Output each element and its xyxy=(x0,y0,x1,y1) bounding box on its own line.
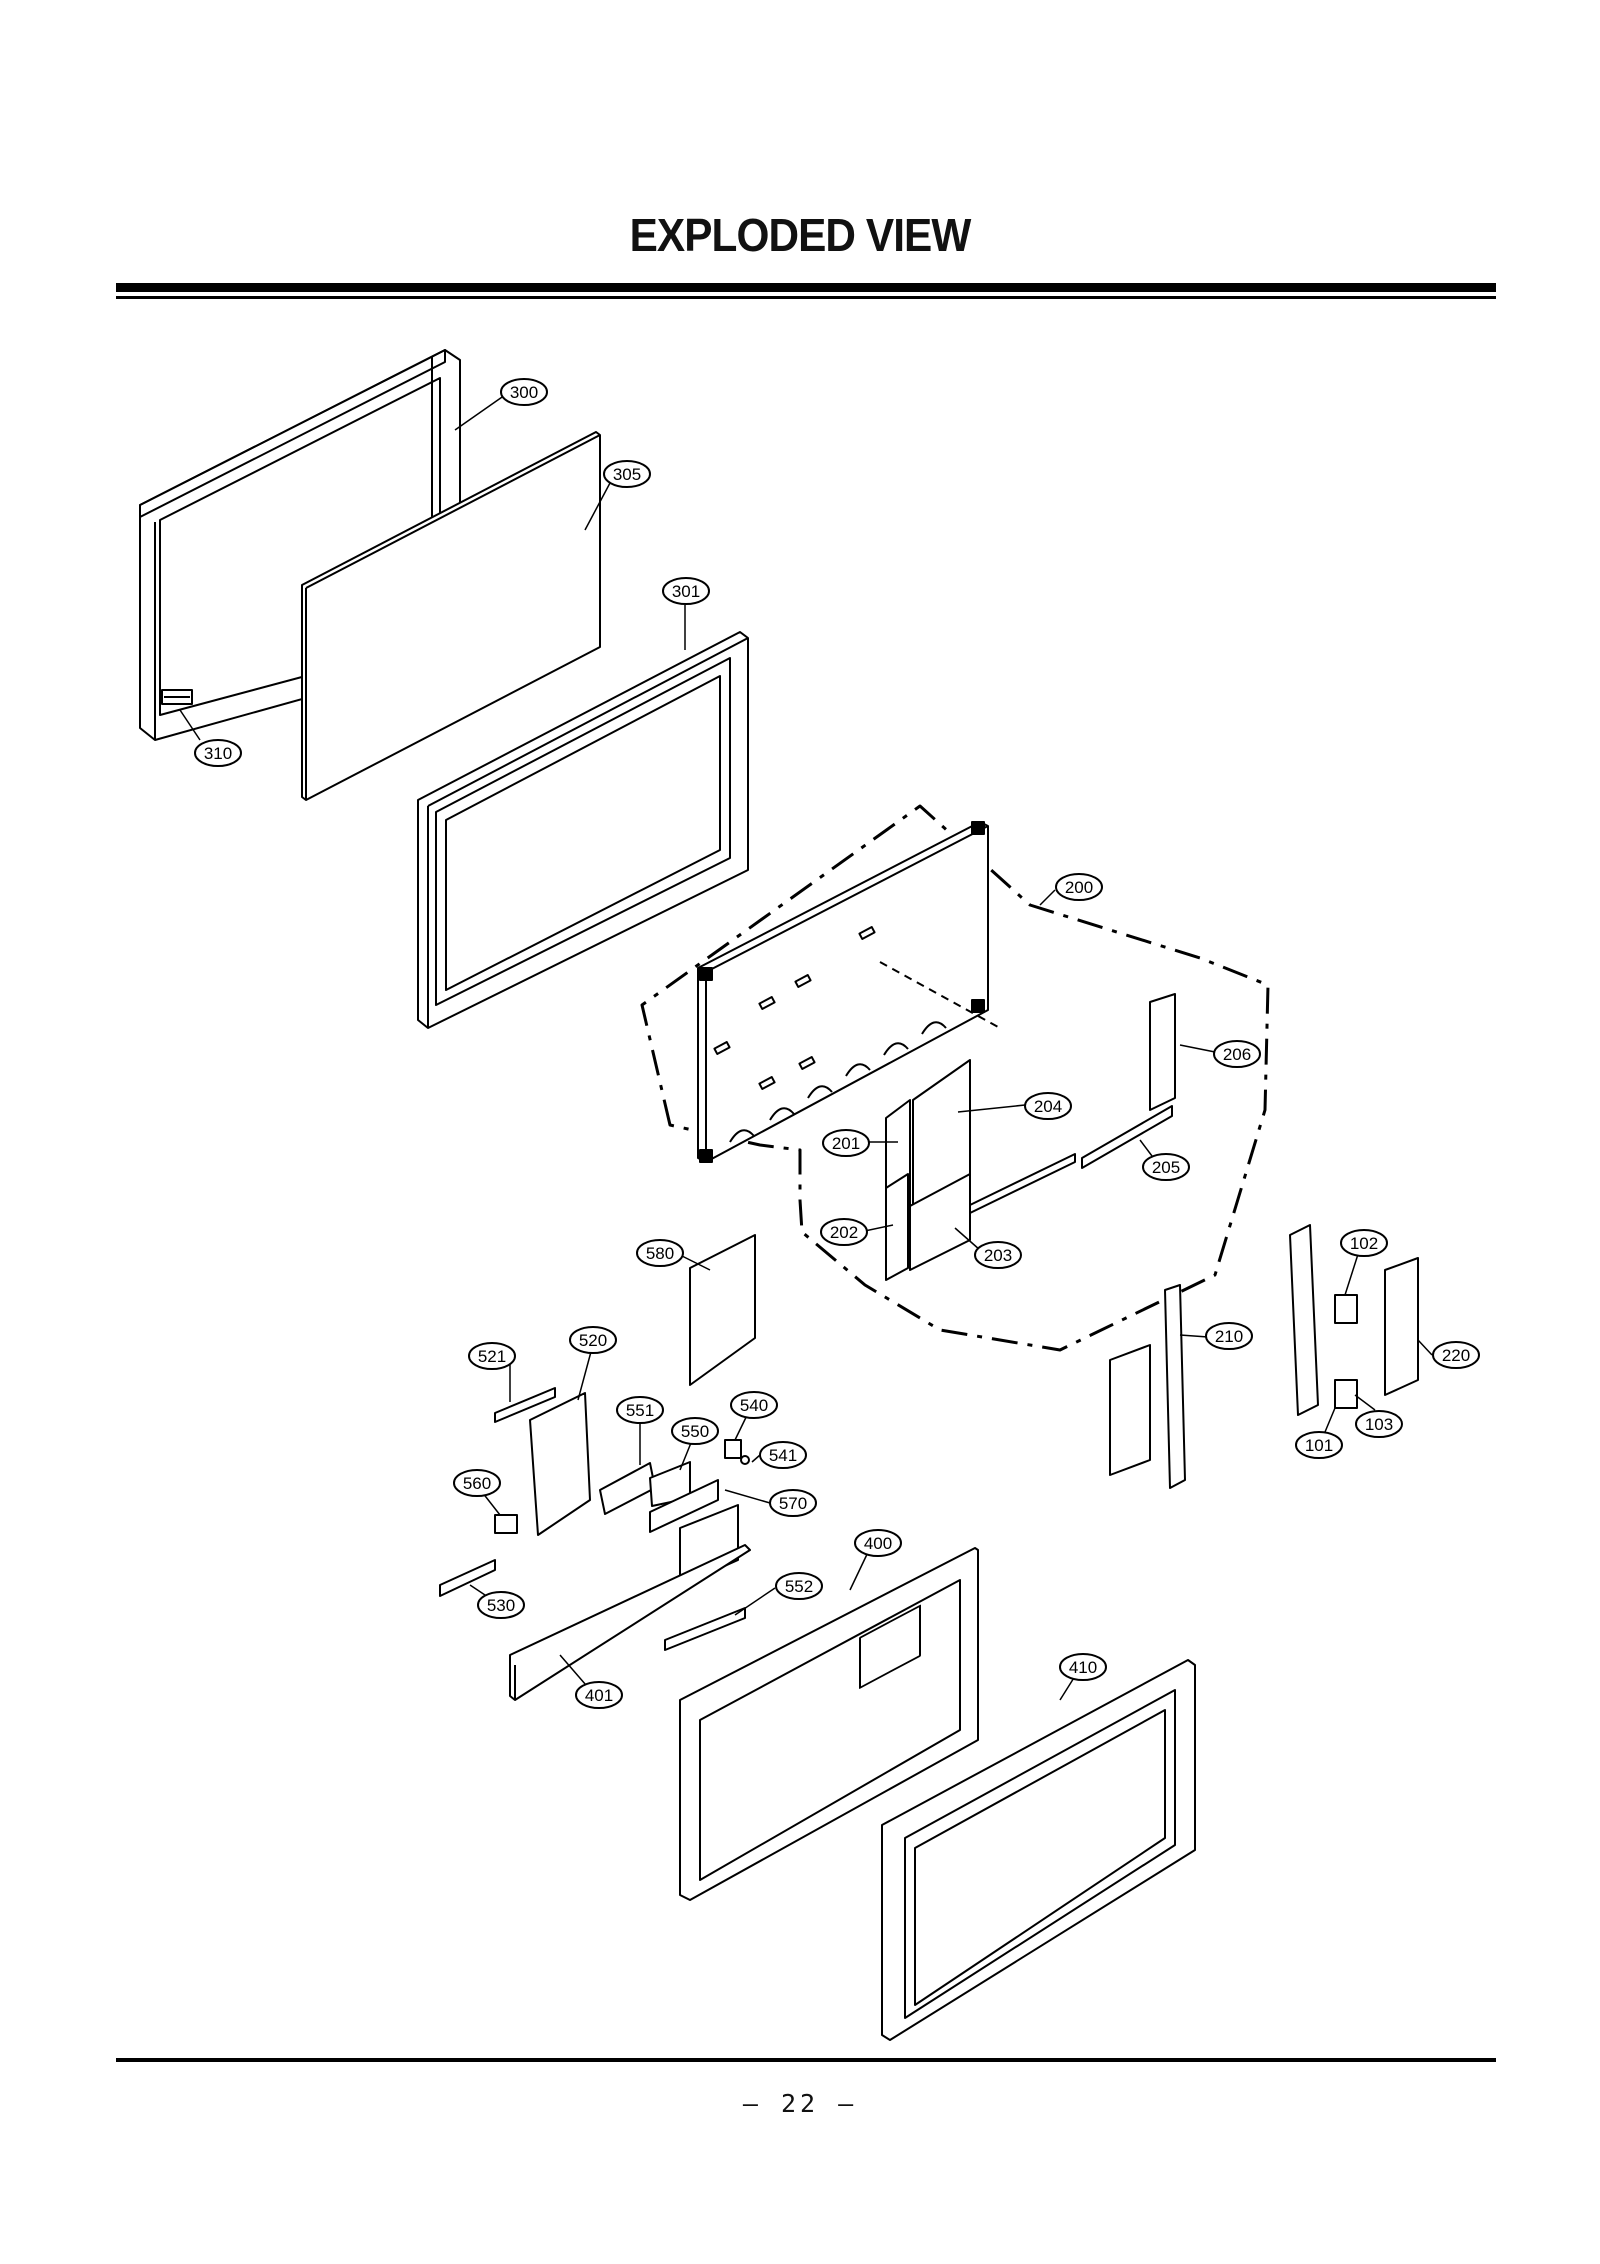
callout-202-text: 202 xyxy=(830,1223,858,1242)
callout-540-text: 540 xyxy=(740,1396,768,1415)
part-102-fan xyxy=(1334,1294,1358,1324)
part-305-filter xyxy=(301,431,601,801)
part-521-board xyxy=(494,1387,556,1423)
part-206-board xyxy=(1149,993,1176,1111)
callout-530: 530 xyxy=(477,1591,525,1619)
callout-200: 200 xyxy=(1055,873,1103,901)
callout-203-text: 203 xyxy=(984,1246,1012,1265)
callout-210-text: 210 xyxy=(1215,1327,1243,1346)
callout-102: 102 xyxy=(1340,1229,1388,1257)
part-551-board xyxy=(599,1462,656,1515)
callout-560-text: 560 xyxy=(463,1474,491,1493)
callout-570-text: 570 xyxy=(779,1494,807,1513)
callout-200-text: 200 xyxy=(1065,878,1093,897)
callout-103-text: 103 xyxy=(1365,1415,1393,1434)
callout-550-text: 550 xyxy=(681,1422,709,1441)
callout-210: 210 xyxy=(1205,1322,1253,1350)
header-rule-thin xyxy=(116,296,1496,299)
callout-101: 101 xyxy=(1295,1431,1343,1459)
part-541-screw xyxy=(740,1455,750,1465)
callout-541-text: 541 xyxy=(769,1446,797,1465)
callout-203: 203 xyxy=(974,1241,1022,1269)
callout-550: 550 xyxy=(671,1417,719,1445)
callout-410: 410 xyxy=(1059,1653,1107,1681)
callout-552: 552 xyxy=(775,1572,823,1600)
callout-101-text: 101 xyxy=(1305,1436,1333,1455)
callout-521-text: 521 xyxy=(478,1347,506,1366)
part-210-bracket xyxy=(1109,1284,1186,1489)
part-400-back-cover xyxy=(679,1547,979,1901)
callout-401: 401 xyxy=(575,1681,623,1709)
callout-301-text: 301 xyxy=(672,582,700,601)
part-220-bracket xyxy=(1289,1224,1419,1416)
callout-305: 305 xyxy=(603,460,651,488)
callout-520: 520 xyxy=(569,1326,617,1354)
part-301-frame xyxy=(417,631,749,1029)
callout-580-text: 580 xyxy=(646,1244,674,1263)
callout-580: 580 xyxy=(636,1239,684,1267)
part-530-board xyxy=(439,1559,496,1597)
callout-300-text: 300 xyxy=(510,383,538,402)
callout-541: 541 xyxy=(759,1441,807,1469)
callout-560: 560 xyxy=(453,1469,501,1497)
callout-551-text: 551 xyxy=(626,1401,654,1420)
callout-206: 206 xyxy=(1213,1040,1261,1068)
callout-220: 220 xyxy=(1432,1341,1480,1369)
part-401-bracket xyxy=(509,1544,751,1701)
callout-530-text: 530 xyxy=(487,1596,515,1615)
callout-201-text: 201 xyxy=(832,1134,860,1153)
part-552-bracket xyxy=(664,1607,746,1651)
callout-205-text: 205 xyxy=(1152,1158,1180,1177)
page-number: – 22 – xyxy=(742,2089,858,2118)
callout-521: 521 xyxy=(468,1342,516,1370)
callout-206-text: 206 xyxy=(1223,1045,1251,1064)
part-560-board xyxy=(494,1514,518,1534)
callout-103: 103 xyxy=(1355,1410,1403,1438)
callout-400-text: 400 xyxy=(864,1534,892,1553)
part-203-board xyxy=(909,1153,1076,1271)
callout-204: 204 xyxy=(1024,1092,1072,1120)
callout-410-text: 410 xyxy=(1069,1658,1097,1677)
callout-305-text: 305 xyxy=(613,465,641,484)
callout-540: 540 xyxy=(730,1391,778,1419)
part-580-board xyxy=(689,1234,756,1386)
callout-202: 202 xyxy=(820,1218,868,1246)
callout-205: 205 xyxy=(1142,1153,1190,1181)
callout-310: 310 xyxy=(194,739,242,767)
callout-400: 400 xyxy=(854,1529,902,1557)
callout-551: 551 xyxy=(616,1396,664,1424)
part-200-module xyxy=(640,804,1270,1352)
part-205-board xyxy=(1081,1105,1173,1169)
callout-204-text: 204 xyxy=(1034,1097,1062,1116)
callout-401-text: 401 xyxy=(585,1686,613,1705)
callout-300: 300 xyxy=(500,378,548,406)
header-rule-thick xyxy=(116,283,1496,292)
part-103-fan xyxy=(1334,1379,1358,1409)
part-520-board xyxy=(529,1392,591,1536)
callout-520-text: 520 xyxy=(579,1331,607,1350)
callout-102-text: 102 xyxy=(1350,1234,1378,1253)
page-title: EXPLODED VIEW xyxy=(629,209,972,261)
callout-310-text: 310 xyxy=(204,744,232,763)
callout-570: 570 xyxy=(769,1489,817,1517)
callout-220-text: 220 xyxy=(1442,1346,1470,1365)
part-202-board xyxy=(885,1173,909,1281)
part-540-board xyxy=(724,1439,742,1459)
callout-301: 301 xyxy=(662,577,710,605)
part-410-rear-frame xyxy=(881,1659,1196,2041)
callout-201: 201 xyxy=(822,1129,870,1157)
callout-552-text: 552 xyxy=(785,1577,813,1596)
footer-rule xyxy=(116,2058,1496,2062)
